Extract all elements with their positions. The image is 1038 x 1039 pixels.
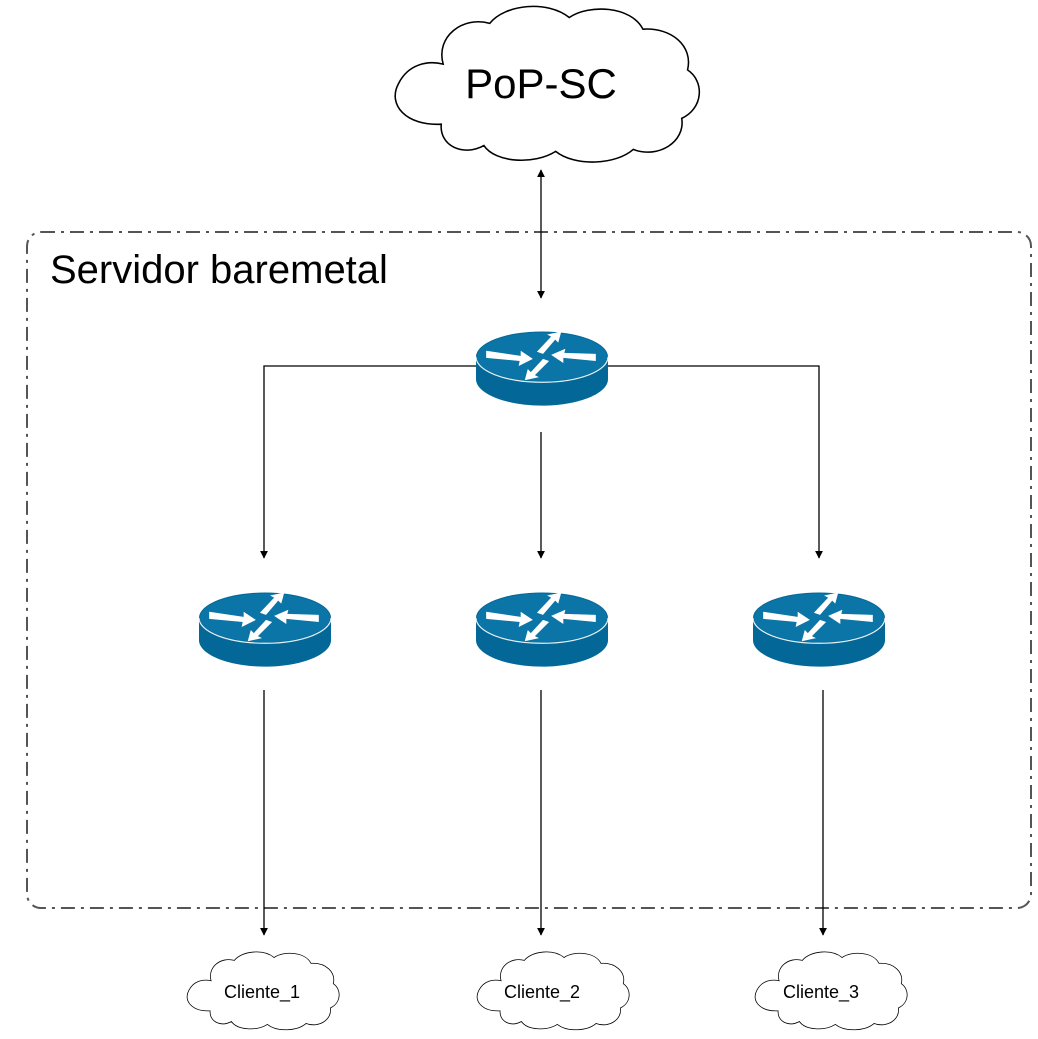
cloud-pop-sc: PoP-SC <box>394 5 701 163</box>
router-icon <box>753 591 885 668</box>
cloud-cliente-2: Cliente_2 <box>476 951 630 1031</box>
link-core-to-router-3 <box>608 365 823 559</box>
group-label: Servidor baremetal <box>50 248 388 292</box>
cloud-cliente-2-label: Cliente_2 <box>504 982 580 1003</box>
cloud-cliente-1: Cliente_1 <box>186 951 340 1031</box>
link-core-to-router-1 <box>260 365 476 559</box>
cloud-pop-sc-label: PoP-SC <box>465 60 617 107</box>
router-icon <box>199 591 331 668</box>
cloud-cliente-3-label: Cliente_3 <box>783 982 859 1003</box>
router-icon <box>476 591 608 668</box>
group-border <box>26 231 1032 909</box>
cloud-cliente-1-label: Cliente_1 <box>224 982 300 1003</box>
router-icon <box>476 330 608 407</box>
cloud-cliente-3: Cliente_3 <box>754 951 908 1031</box>
